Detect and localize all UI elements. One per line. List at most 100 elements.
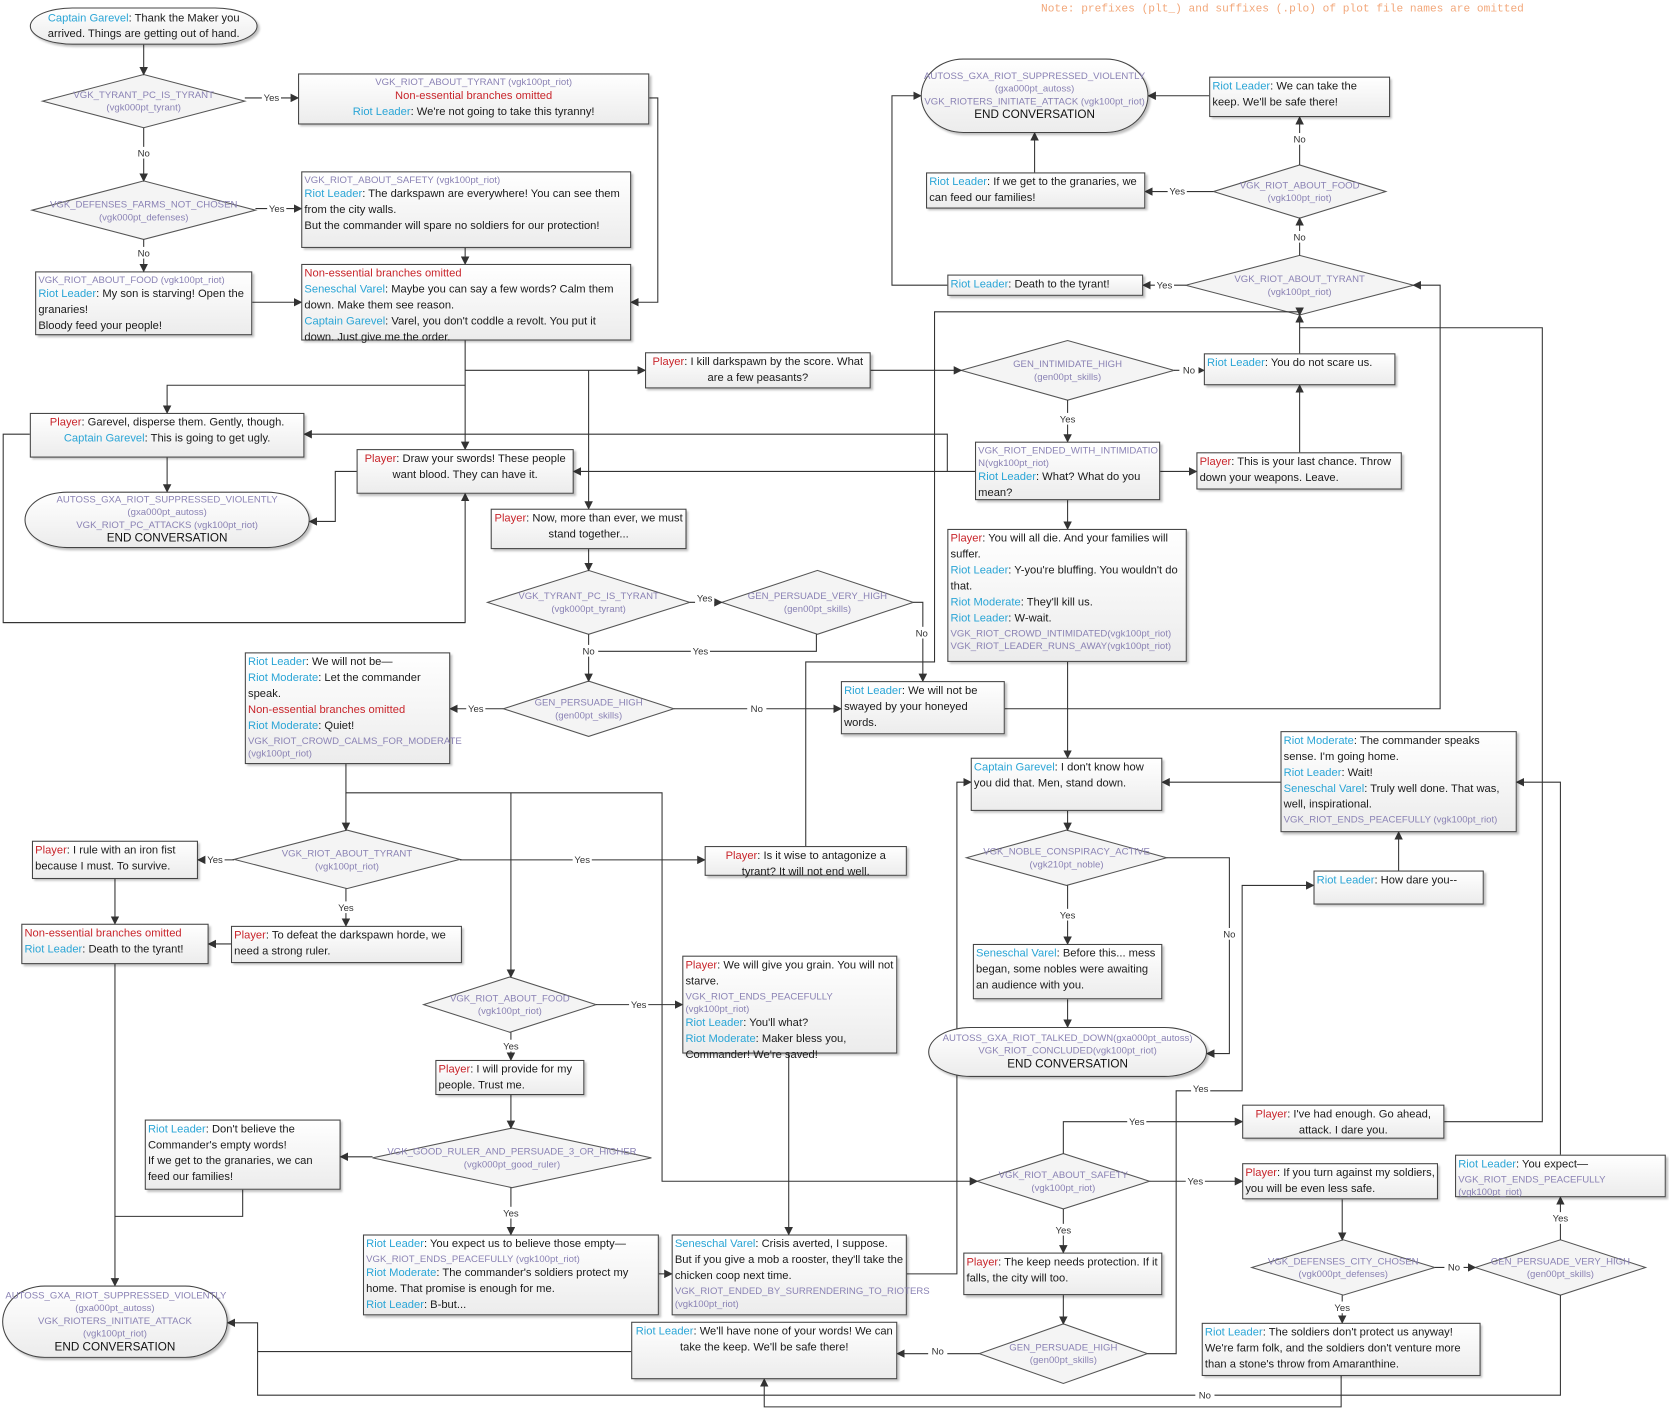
edge-label-bg [1290,133,1310,145]
node-line: (gxa000pt_autoss) [28,505,307,518]
edge-label: Yes [1334,1303,1350,1314]
speaker-name: Captain Garevel [47,11,129,24]
node-line: Riot Moderate: The commander's soldiers … [366,1265,656,1297]
plot-flag: (vgk000pt_defenses) [98,211,189,222]
dialogue-node: Riot Leader: We will not be swayed by yo… [840,681,1005,735]
speaker-name: Captain Garevel [973,760,1055,774]
edge-label: Yes [503,1208,519,1219]
edge-label-bg [572,853,592,866]
edge-label: No [1183,366,1195,377]
node-line: (vgk100pt_riot) [979,1181,1147,1194]
speaker-name: Riot Leader [1207,356,1265,370]
edge-label-bg [1167,185,1187,197]
edge-label: Yes [1169,187,1185,198]
edge-label: Yes [207,855,223,866]
dialogue-text: : Truly well done. That was, well, inspi… [1283,782,1500,811]
plot-flag: VGK_RIOT_ENDED_BY_SURRENDERING_TO_RIOTER… [674,1285,930,1309]
speaker-player: Player [494,511,527,525]
node-line: END CONVERSATION [28,531,307,547]
terminal-node: AUTOSS_GXA_RIOT_SUPPRESSED_VIOLENTLY(gxa… [24,491,310,549]
speaker-name: Riot Leader [366,1298,424,1312]
plot-flag: VGK_RIOTERS_INITIATE_ATTACK (vgk100pt_ri… [924,95,1145,106]
edge-label: No [932,1347,944,1358]
dialogue-text: : The commander's soldiers protect my ho… [366,1266,629,1296]
node-line: Seneschal Varel: Truly well done. That w… [1284,781,1514,813]
plot-flag: VGK_NOBLE_CONSPIRACY_ACTIVE [983,846,1150,857]
node-line: VGK_RIOT_ABOUT_TYRANT (vgk100pt_riot) [301,76,646,89]
node-line: VGK_DEFENSES_FARMS_NOT_CHOSEN [34,197,253,210]
terminal-node: Captain Garevel: Thank the Maker you arr… [29,7,258,45]
speaker-name: Riot Moderate [366,1266,437,1280]
node-line: (gxa000pt_autoss) [924,81,1145,94]
connector-arrow [345,764,979,1186]
connector-arrow [1004,280,1441,710]
node-line: Captain Garevel: Thank the Maker you arr… [33,10,254,42]
dialogue-text: : W-wait. [1008,611,1052,625]
node-line: VGK_RIOT_ENDS_PEACEFULLY (vgk100pt_riot) [366,1253,656,1266]
dialogue-text: : This is going to get ugly. [144,432,271,445]
plot-flag: VGK_DEFENSES_CITY_CHOSEN [1267,1255,1419,1267]
plot-flag: AUTOSS_GXA_RIOT_SUPPRESSED_VIOLENTLY [924,69,1146,81]
edge-label: No [138,248,150,259]
omitted-note: Non-essential branches omitted [395,89,553,103]
edge-label: No [1199,1390,1211,1401]
edge-label-bg [267,202,287,214]
node-line: (vgk000pt_tyrant) [490,602,688,615]
node-line: (vgk100pt_riot) [1216,192,1384,205]
speaker-player: Player [35,843,67,857]
dialogue-text: : If you turn against my soldiers, you w… [1245,1166,1435,1196]
plot-flag: GEN_PERSUADE_HIGH [1009,1341,1118,1353]
plot-flag: GEN_INTIMIDATE_HIGH [1013,358,1123,370]
node-line: VGK_RIOT_ENDS_PEACEFULLY (vgk100pt_riot) [1458,1173,1662,1199]
node-line: Player: To defeat the darkspawn horde, w… [234,928,459,960]
dialogue-text: : You expect us to believe those empty— [423,1237,626,1251]
node-line: (gen00pt_skills) [963,370,1172,383]
plot-flag: GEN_PERSUADE_VERY_HIGH [747,590,888,602]
dialogue-text: : You will all die. And your families wi… [950,532,1168,561]
node-line: Riot Moderate: Quiet! [248,718,447,734]
node-line: Riot Leader: You'll what? [685,1015,894,1031]
dialogue-text: : The darkspawn are everywhere! You can … [304,187,620,217]
dialogue-node: Captain Garevel: I don't know how you di… [970,757,1163,811]
dialogue-text: : I rule with an iron fist because I mus… [35,843,176,873]
node-line: Riot Leader: Y-you're bluffing. You woul… [951,563,1184,595]
node-line: GEN_PERSUADE_HIGH [981,1341,1145,1354]
node-line: Non-essential branches omitted [248,702,447,718]
node-line: Player: Now, more than ever, we must sta… [494,511,683,543]
dialogue-text: : Draw your swords! These people want bl… [392,452,566,482]
speaker-name: Riot Moderate [685,1032,756,1046]
plot-flag: (vgk100pt_riot) [1267,286,1332,297]
node-line: Riot Leader: You expect us to believe th… [366,1237,656,1253]
speaker-player: Player [652,355,685,369]
speaker-name: Riot Leader [147,1122,206,1136]
edge-label: Yes [697,593,713,604]
edge-label: Yes [1129,1117,1145,1128]
plot-flag: VGK_RIOTERS_INITIATE_ATTACK (vgk100pt_ri… [38,1314,192,1339]
dialogue-text: : I will provide for my people. Trust me… [438,1063,573,1092]
speaker-name: Riot Leader [1212,79,1271,93]
plot-flag: (vgk000pt_tyrant) [106,102,181,113]
node-line: Player: I've had enough. Go ahead, attac… [1245,1107,1441,1139]
node-line: Non-essential branches omitted [301,88,646,104]
dialogue-text: : If we get to the granaries, we can fee… [929,175,1137,205]
dialogue-node: Player: Now, more than ever, we must sta… [490,508,687,550]
connector-arrow [759,1376,1342,1408]
node-line: (vgk210pt_noble) [969,858,1165,871]
decision-diamond [1473,1239,1648,1296]
dialogue-text: : Wait! [1341,766,1373,779]
edge-label: No [751,704,763,715]
dialogue-text: Bloody feed your people! [38,319,162,333]
decision-node: VGK_TYRANT_PC_IS_TYRANT(vgk000pt_tyrant) [487,570,689,634]
plot-flag: (gen00pt_skills) [1034,371,1102,383]
node-line: Riot Leader: What? What do you mean? [978,469,1157,501]
plot-flag: (vgk210pt_noble) [1029,858,1104,870]
speaker-name: Riot Leader [685,1016,744,1030]
speaker-name: Riot Moderate [1283,734,1354,748]
edge-label: Yes [468,704,484,715]
decision-node: VGK_NOBLE_CONSPIRACY_ACTIVE(vgk210pt_nob… [966,830,1166,885]
omitted-note: Non-essential branches omitted [304,267,462,280]
dialogue-node: VGK_RIOT_ABOUT_SAFETY (vgk100pt_riot)Rio… [301,171,632,248]
node-line: Riot Leader: My son is starving! Open th… [38,286,249,318]
node-line: AUTOSS_GXA_RIOT_TALKED_DOWN(gxa000pt_aut… [931,1031,1203,1044]
